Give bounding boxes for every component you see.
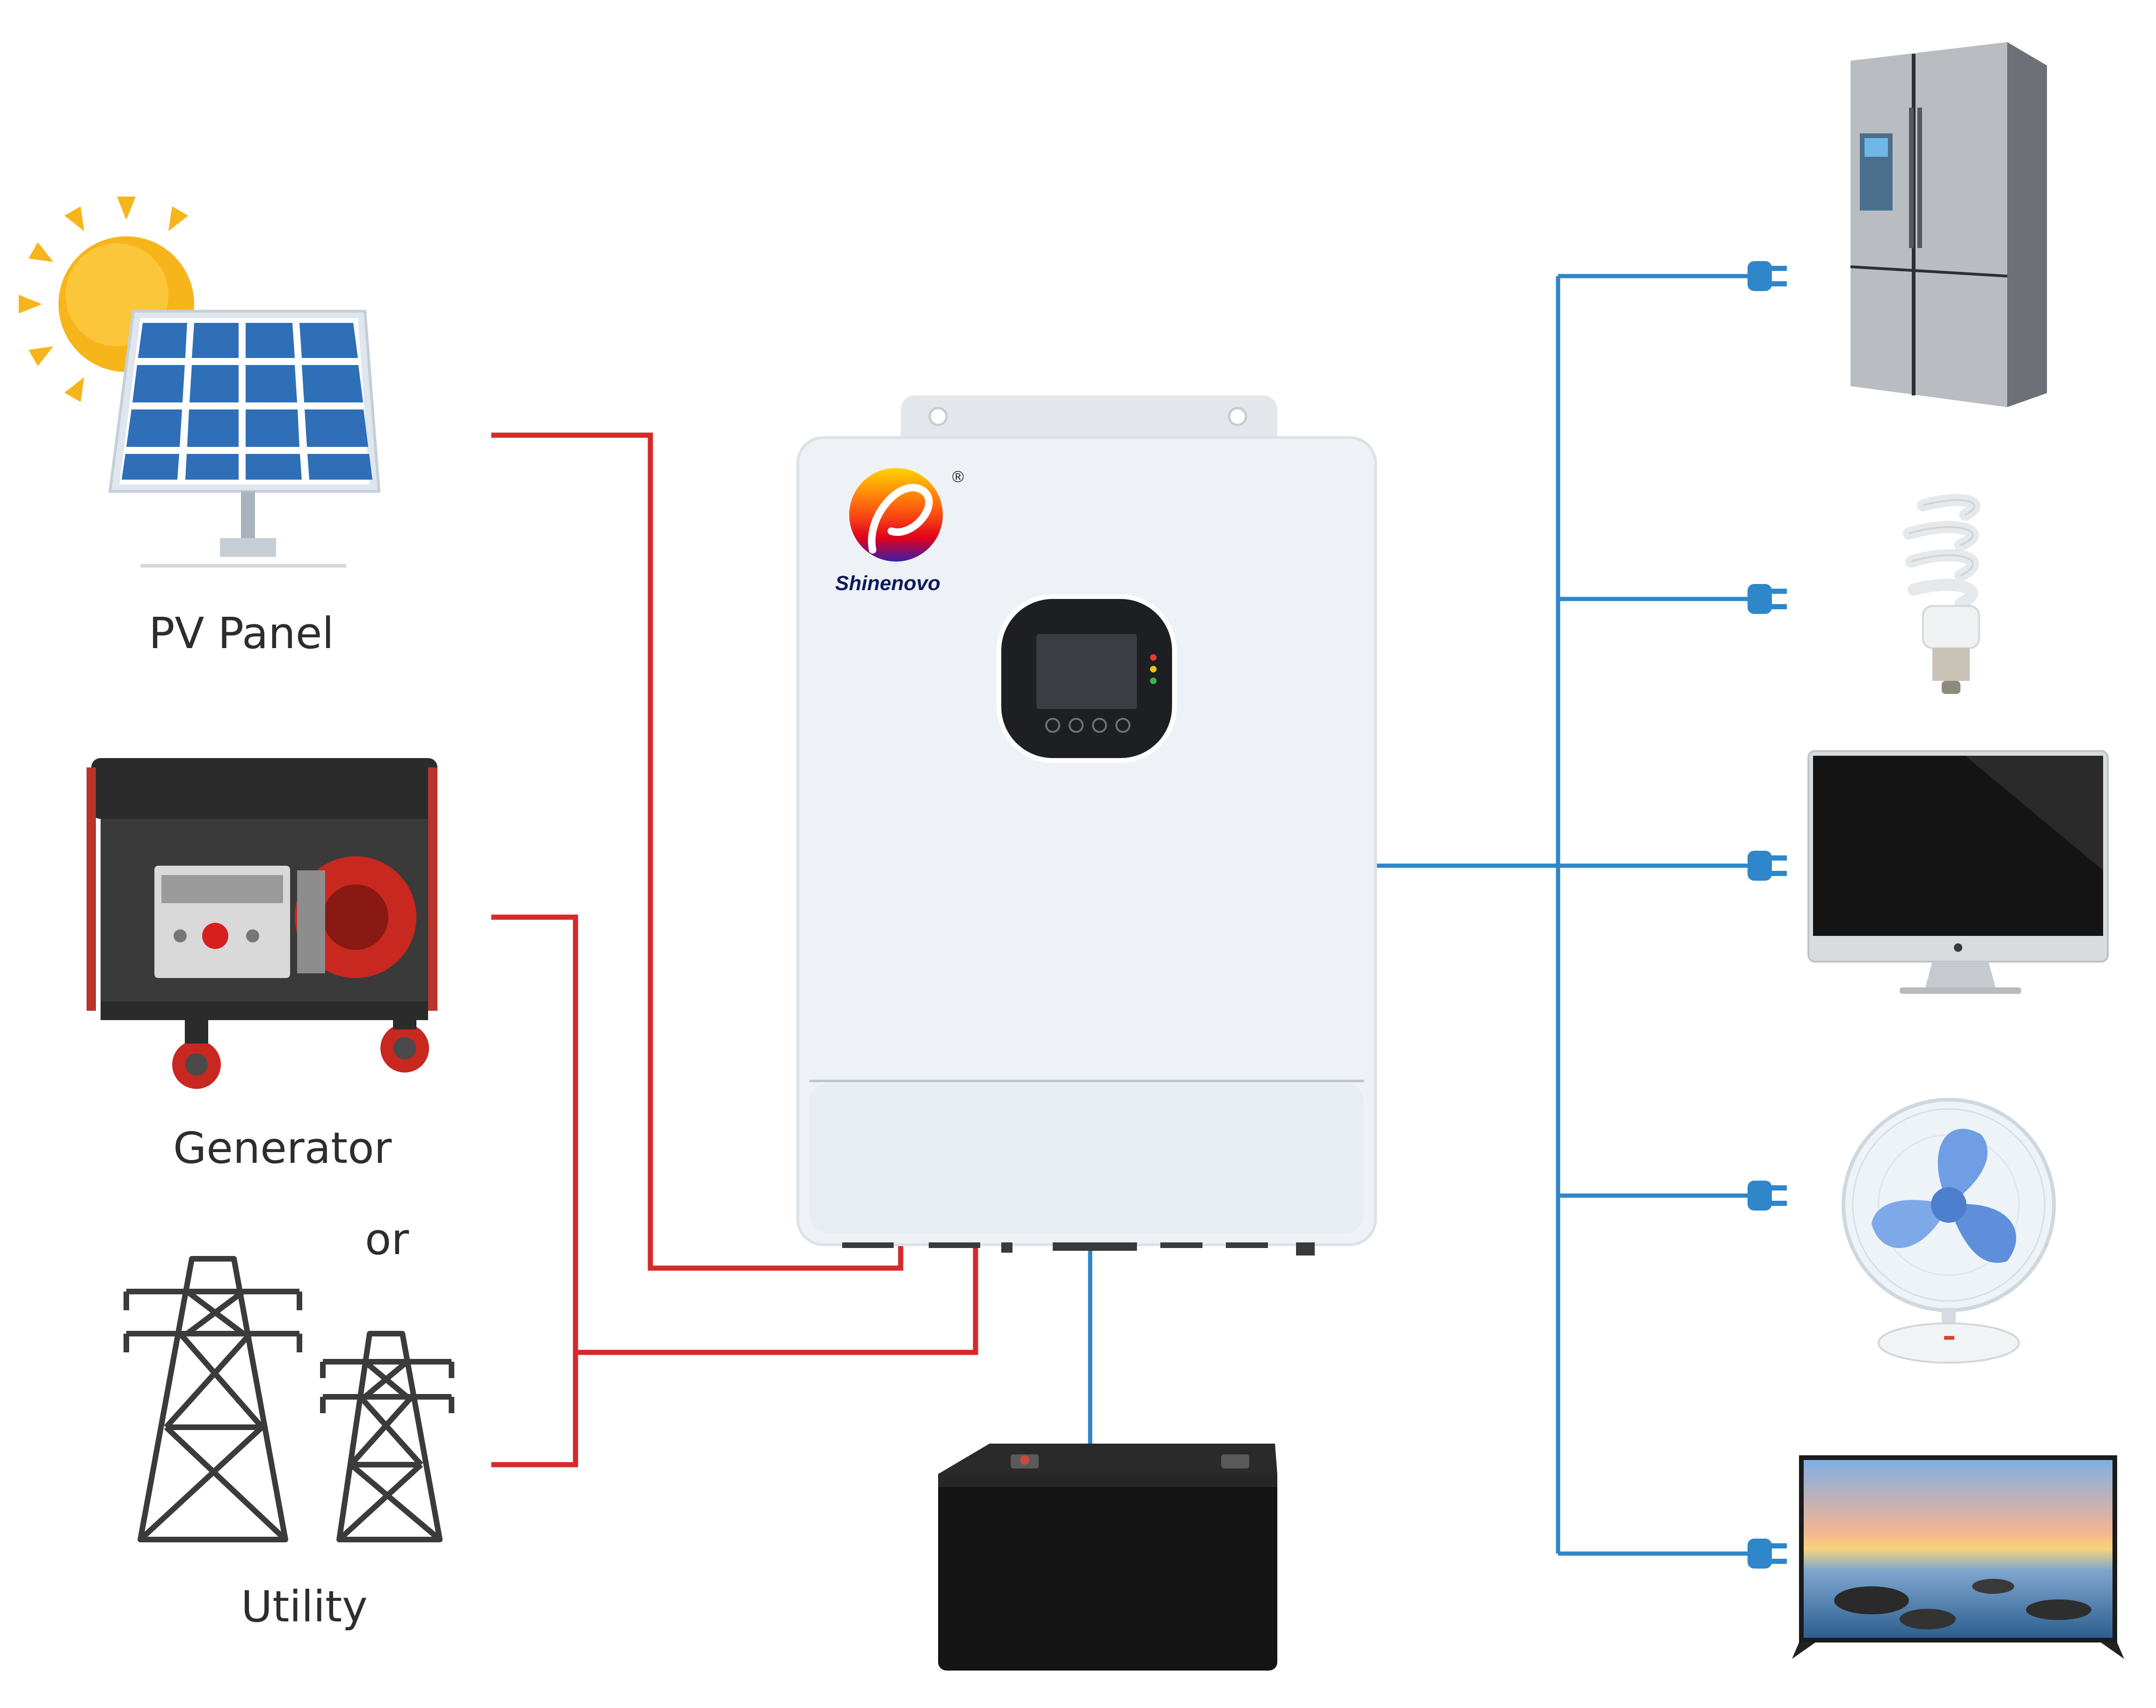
- solar-panel-icon: [108, 310, 381, 568]
- registered-mark: ®: [952, 468, 964, 486]
- power-plug-icon: [1748, 1539, 1787, 1569]
- power-plug-icon: [1748, 1181, 1787, 1211]
- power-plug-icon: [1748, 261, 1787, 291]
- pv-wire: [491, 432, 903, 1271]
- refrigerator-icon: [1850, 42, 2047, 407]
- monitor-icon: [1807, 750, 2109, 994]
- status-led-red: [1150, 654, 1157, 661]
- enter-button[interactable]: [1115, 718, 1130, 733]
- generator-icon: [87, 758, 437, 1089]
- output-wires: [1088, 274, 1748, 1556]
- cfl-bulb-icon: [1903, 494, 1981, 694]
- battery-icon: [938, 1444, 1277, 1671]
- up-button[interactable]: [1069, 718, 1084, 733]
- menu-button[interactable]: [1045, 718, 1060, 733]
- pv-panel-label: PV Panel: [149, 608, 334, 658]
- display-panel: [997, 594, 1177, 763]
- terminals: [842, 1242, 1315, 1255]
- power-tower-icon: [124, 1256, 302, 1542]
- lcd-screen: [1036, 634, 1137, 709]
- utility-label: Utility: [241, 1582, 368, 1632]
- or-label: or: [365, 1214, 409, 1264]
- generator-label: Generator: [173, 1123, 392, 1173]
- brand-name: Shinenovo: [835, 572, 940, 595]
- input-wires: [491, 432, 978, 1467]
- power-tower-icon: [320, 1331, 454, 1542]
- desk-fan-icon: [1842, 1098, 2056, 1364]
- status-led-green: [1150, 678, 1157, 684]
- plugs: [1748, 261, 1787, 1569]
- down-button[interactable]: [1092, 718, 1107, 733]
- grid-gen-wire: [491, 914, 578, 1467]
- tv-icon: [1792, 1455, 2124, 1659]
- power-plug-icon: [1748, 584, 1787, 614]
- brand-logo-icon: [849, 468, 943, 562]
- inverter: [796, 395, 1377, 1255]
- grid-gen-trunk-wire: [575, 1240, 978, 1355]
- status-led-yellow: [1150, 666, 1157, 672]
- power-plug-icon: [1748, 851, 1787, 881]
